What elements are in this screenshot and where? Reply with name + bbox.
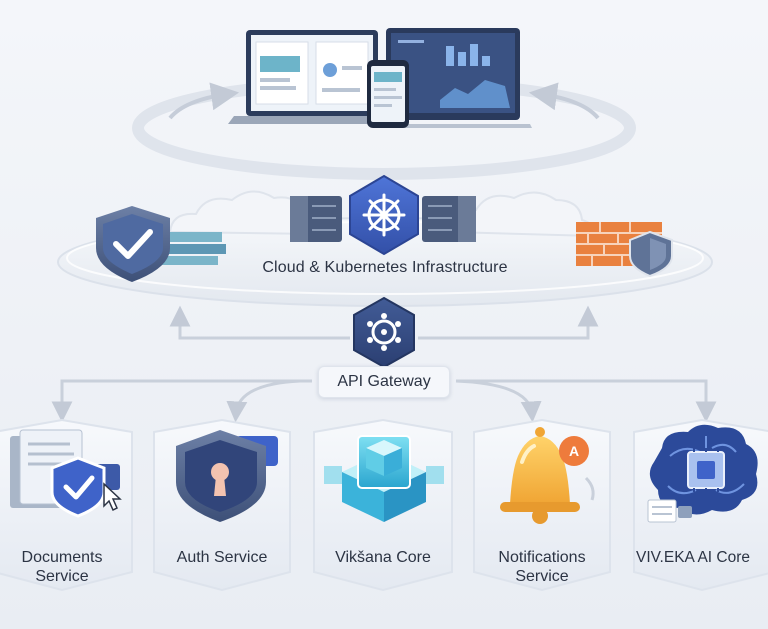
service-label-line1: VIV.EKA AI Core xyxy=(635,549,751,566)
service-label-line2: Service xyxy=(515,568,569,585)
service-card-ai-core[interactable]: VIV.EKA AI Core xyxy=(618,548,768,567)
monitor-icon xyxy=(386,28,532,128)
api-gateway-label: API Gateway xyxy=(337,373,431,390)
service-label-line1: Notifications xyxy=(498,549,586,566)
kubernetes-icon xyxy=(349,174,419,256)
bell-icon xyxy=(500,427,595,524)
documents-icon xyxy=(10,429,122,518)
server-icon xyxy=(290,196,342,242)
keyhole-shield-icon xyxy=(176,430,278,522)
connector-lines xyxy=(51,305,717,423)
service-label-line1: Vikšana Core xyxy=(335,549,431,566)
gateway-hub-icon xyxy=(353,296,415,369)
brain-chip-icon xyxy=(647,424,758,523)
firewall-icon xyxy=(576,222,673,278)
notification-badge: A xyxy=(568,443,580,459)
api-gateway-box[interactable]: API Gateway xyxy=(318,366,450,398)
infrastructure-label: Cloud & Kubernetes Infrastructure xyxy=(262,259,508,276)
service-label-line1: Documents xyxy=(21,549,103,566)
cloud-icon xyxy=(168,190,596,238)
shield-check-icon xyxy=(96,206,226,282)
laptop-icon xyxy=(228,30,396,124)
service-label-line1: Auth Service xyxy=(176,549,268,566)
service-card-viksana[interactable]: Vikšana Core xyxy=(308,548,458,567)
server-icon xyxy=(422,196,476,242)
phone-icon xyxy=(367,60,409,128)
service-card-auth[interactable]: Auth Service xyxy=(147,548,297,567)
service-card-documents[interactable]: Documents Service xyxy=(0,548,137,586)
service-label-line2: Service xyxy=(35,568,89,585)
service-card-notifications[interactable]: Notifications Service xyxy=(467,548,617,586)
cube-icon xyxy=(324,435,444,522)
